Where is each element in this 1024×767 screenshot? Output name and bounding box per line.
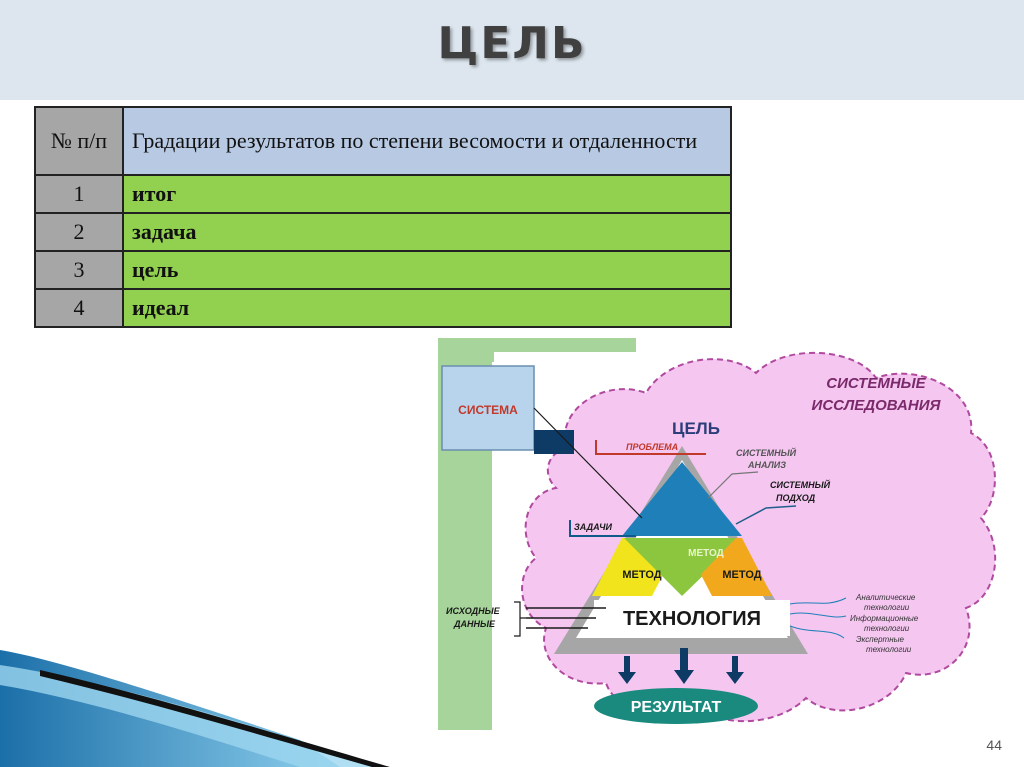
- system-box: [441, 365, 535, 451]
- source-data-bracket: [514, 601, 526, 637]
- header-text-cell: Градации результатов по степени весомост…: [122, 106, 732, 176]
- table-row: 1 итог: [34, 174, 732, 214]
- systems-approach-line1: СИСТЕМНЫЙ: [770, 479, 831, 490]
- system-link-line: [533, 407, 643, 519]
- result-arrows: [618, 648, 744, 684]
- goal-triangle: [622, 462, 742, 536]
- header-num-cell: № п/п: [34, 106, 124, 176]
- systems-approach-line: [735, 505, 797, 525]
- row-num-cell: 2: [34, 212, 124, 252]
- row-num-cell: 3: [34, 250, 124, 290]
- row-num-cell: 1: [34, 174, 124, 214]
- result-label: РЕЗУЛЬТАТ: [631, 699, 722, 716]
- row-num-cell: 4: [34, 288, 124, 328]
- table-row: 4 идеал: [34, 288, 732, 328]
- row-text-cell: итог: [122, 174, 732, 214]
- systems-analysis-line1: СИСТЕМНЫЙ: [736, 447, 797, 458]
- method-right-label: МЕТОД: [722, 569, 761, 581]
- source-data-line2: ДАННЫЕ: [453, 619, 496, 629]
- row-text-cell: идеал: [122, 288, 732, 328]
- tech-list-item: технологии: [866, 645, 912, 654]
- table-row: 3 цель: [34, 250, 732, 290]
- tech-list-item: технологии: [864, 624, 910, 633]
- row-text-cell: цель: [122, 250, 732, 290]
- problem-label: ПРОБЛЕМА: [626, 442, 678, 452]
- problem-line: [595, 440, 706, 455]
- systems-approach-line2: ПОДХОД: [776, 493, 816, 503]
- slide-title: ЦЕЛЬ: [437, 18, 587, 69]
- goal-label: ЦЕЛЬ: [672, 419, 720, 438]
- method-left-label: МЕТОД: [622, 569, 661, 581]
- cloud-title-line2: ИССЛЕДОВАНИЯ: [812, 397, 942, 414]
- systems-analysis-line2: АНАЛИЗ: [747, 460, 786, 470]
- method-center-fill: [628, 538, 736, 594]
- table-header-row: № п/п Градации результатов по степени ве…: [34, 106, 732, 176]
- tech-list-connectors: [789, 597, 847, 639]
- result-oval: [594, 688, 758, 724]
- system-label: СИСТЕМА: [458, 403, 518, 417]
- tasks-label: ЗАДАЧИ: [574, 522, 613, 532]
- gradation-table: № п/п Градации результатов по степени ве…: [34, 106, 732, 328]
- tech-list-item: Аналитические: [855, 593, 916, 602]
- systems-diagram: СИСТЕМА СИСТЕМНЫЕ ИССЛЕДОВАНИЯ ЦЕЛЬ МЕТО…: [438, 338, 997, 730]
- title-bar: [0, 0, 1024, 100]
- row-text-cell: задача: [122, 212, 732, 252]
- page-number: 44: [986, 737, 1002, 753]
- corner-wave-decoration: [0, 650, 390, 767]
- tech-list-item: Экспертные: [856, 635, 904, 644]
- tech-list-item: технологии: [864, 603, 910, 612]
- source-data-line1: ИСХОДНЫЕ: [446, 606, 501, 616]
- tasks-line: [569, 520, 636, 537]
- technology-label: ТЕХНОЛОГИЯ: [623, 608, 761, 630]
- table-row: 2 задача: [34, 212, 732, 252]
- tech-list-item: Информационные: [850, 614, 919, 623]
- cloud-title-line1: СИСТЕМНЫЕ: [826, 375, 926, 392]
- systems-analysis-line: [707, 471, 759, 499]
- technology-band: [594, 600, 790, 636]
- method-center-label: МЕТОД: [688, 548, 724, 559]
